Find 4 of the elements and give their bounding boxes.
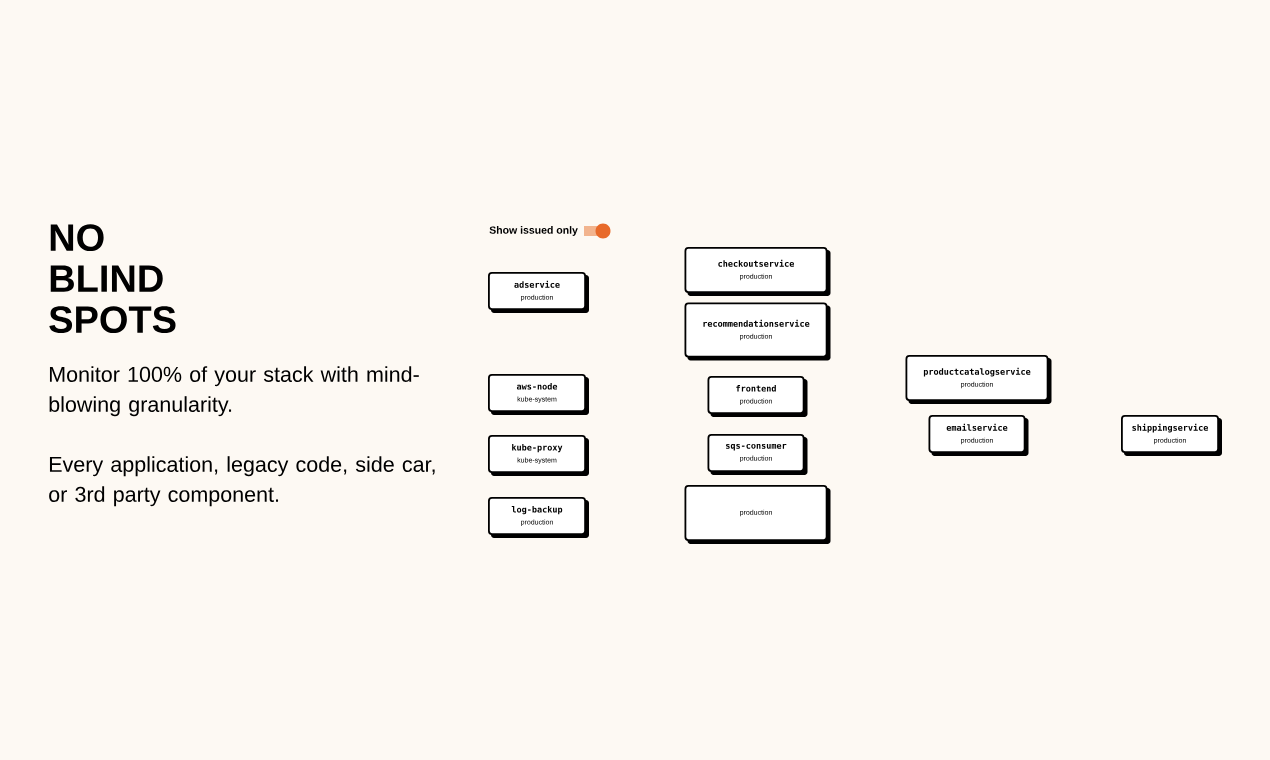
toggle-label: Show issued only bbox=[489, 226, 578, 236]
paragraph: Monitor 100% of your stack with mind-blowing granularity. bbox=[49, 366, 419, 417]
paragraph: Every application, legacy code, side car, or 3rd party component. bbox=[49, 456, 435, 507]
heading: NO BLIND SPOTS bbox=[49, 224, 176, 334]
